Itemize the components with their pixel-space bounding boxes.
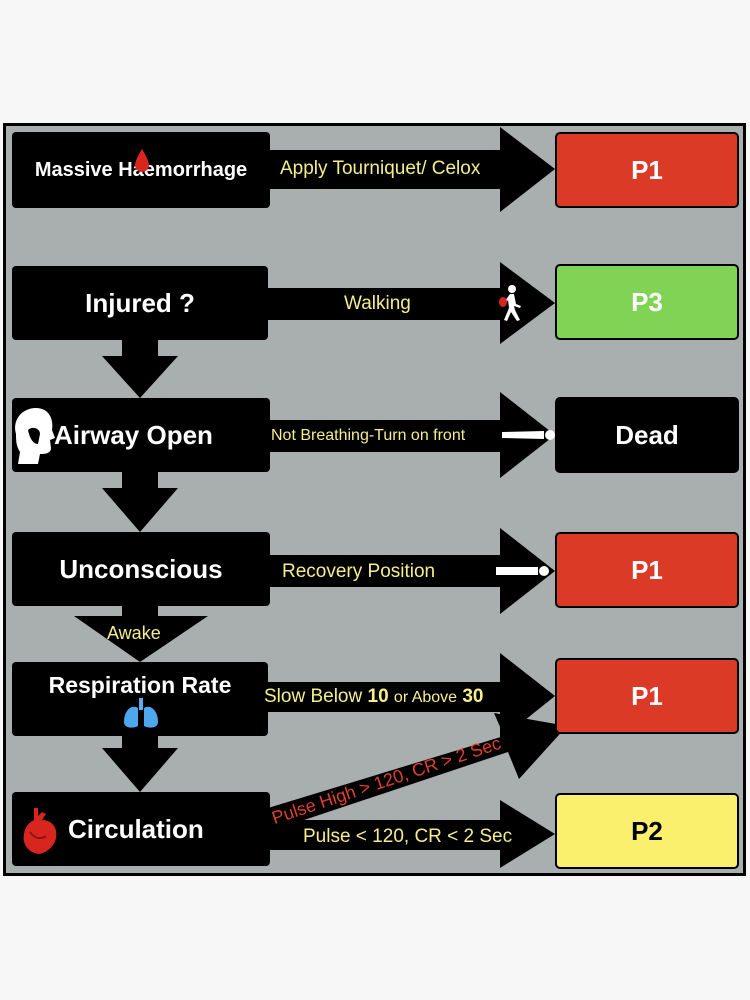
result-label: Dead [615,419,679,450]
action-pulse-low: Pulse < 120, CR < 2 Sec [303,826,513,847]
slow-high-value: 30 [462,686,484,707]
step-injured-label: Injured ? [85,287,195,318]
step-injured: Injured ? [12,266,268,340]
result-p1-unconscious: P1 [555,532,739,608]
action-awake: Awake [107,623,161,643]
action-tourniquet: Apply Tourniquet/ Celox [280,158,481,179]
slow-mid: or Above [393,689,458,706]
step-respiration-rate-label: Respiration Rate [48,672,232,698]
arrow-respiration-to-p1 [268,653,555,740]
arrow-airway-to-dead [268,392,555,478]
arrow-circulation-to-p2 [268,800,555,868]
result-label: P1 [631,680,663,711]
action-walking: Walking [344,293,411,314]
lying-person-icon [496,566,549,576]
lying-person-icon [502,430,555,440]
blood-drop-icon [135,149,149,172]
action-slow-rate: Slow Below 10 or Above 30 [264,686,484,708]
result-p1-haemorrhage: P1 [555,132,739,208]
step-respiration-rate: Respiration Rate [12,662,268,736]
arrow-haemorrhage-to-p1 [268,127,555,212]
action-recovery: Recovery Position [282,561,436,582]
arrow-airway-down [102,472,178,532]
step-circulation-label: Circulation [68,813,204,844]
result-label: P1 [631,154,663,185]
result-p2-circulation: P2 [555,793,739,869]
slow-low-value: 10 [367,686,389,707]
step-unconscious: Unconscious [12,532,270,606]
slow-prefix: Slow Below [264,686,363,707]
arrow-circulation-to-p1 [268,713,567,832]
step-airway-open-label: Airway Open [54,419,213,450]
arrow-unconscious-to-p1 [268,528,555,614]
walking-person-icon [499,285,521,321]
result-label: P2 [631,815,663,846]
action-not-breathing: Not Breathing-Turn on front [271,427,466,444]
arrow-respiration-down [102,736,178,792]
lungs-icon [124,698,158,728]
result-dead: Dead [555,397,739,473]
arrow-unconscious-down [74,606,208,662]
result-label: P1 [631,554,663,585]
arrow-injured-down [102,340,178,398]
result-p3-walking: P3 [555,264,739,340]
result-p1-respiration: P1 [555,658,739,734]
step-unconscious-label: Unconscious [59,553,223,584]
step-airway-open: Airway Open [12,398,270,472]
arrow-injured-to-p3 [268,262,555,344]
heart-icon [23,808,57,854]
result-label: P3 [631,286,663,317]
head-profile-icon [15,408,55,464]
